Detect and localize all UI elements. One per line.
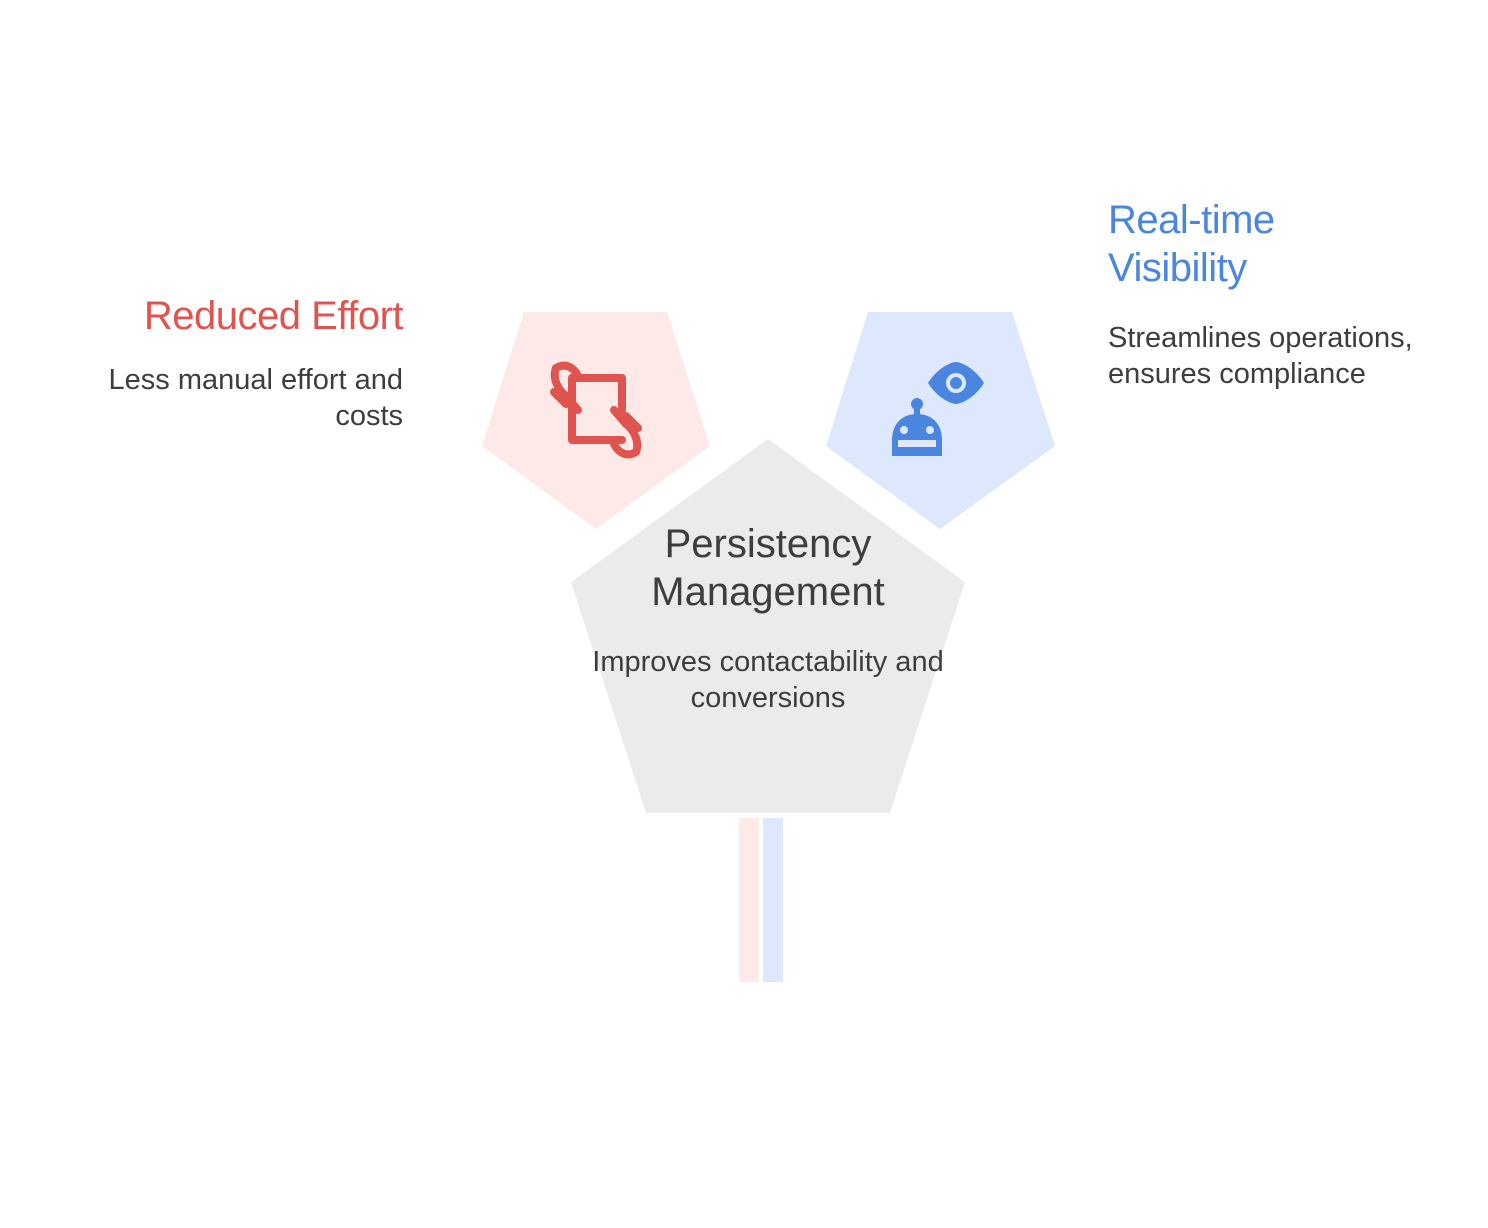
reduced-effort-title: Reduced Effort: [143, 294, 404, 338]
persistency-management-title: Persistency Management: [651, 522, 885, 614]
real-time-visibility-title: Real-time Visibility: [1108, 198, 1275, 290]
red-stem-bar: [739, 818, 759, 982]
center-pentagon: [571, 439, 965, 813]
robot-eye-icon: [892, 362, 984, 456]
reduced-effort-description: Less manual effort and costs: [108, 364, 404, 432]
right-pentagon: [826, 312, 1055, 529]
persistency-management-description: Improves contactability and conversions: [592, 646, 944, 714]
real-time-visibility-description: Streamlines operations, ensures complian…: [1108, 322, 1413, 390]
crop-rotate-icon: [550, 361, 642, 459]
blue-stem-bar: [763, 818, 783, 982]
left-pentagon: [482, 312, 710, 529]
